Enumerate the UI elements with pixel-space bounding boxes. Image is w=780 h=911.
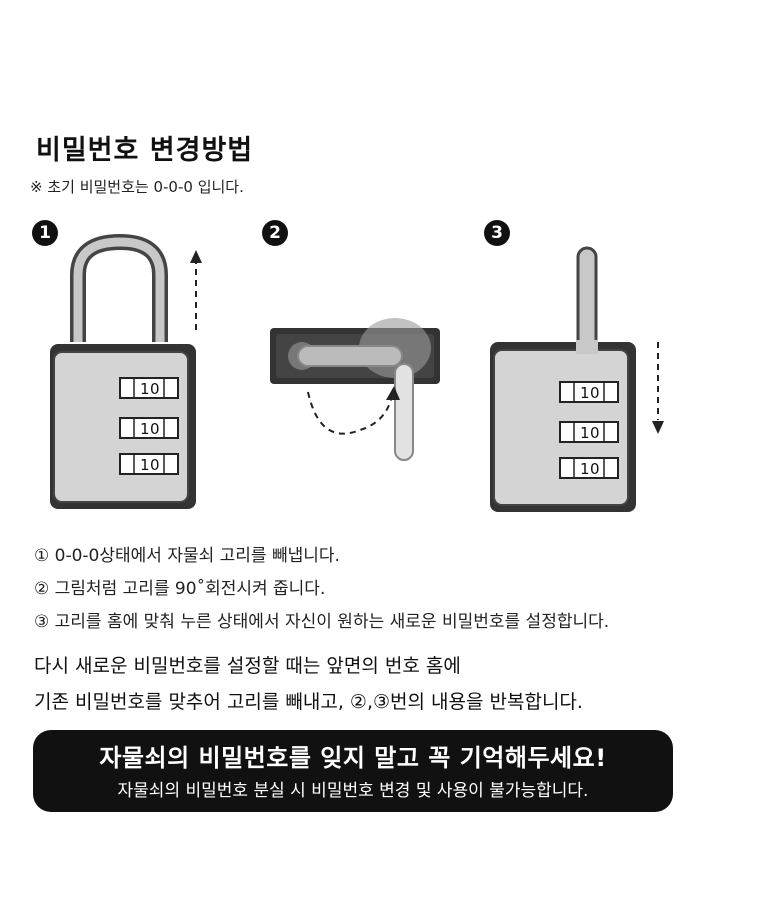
step-1-text: ① 0-0-0상태에서 자물쇠 고리를 빼냅니다.	[34, 546, 340, 566]
step-2-text: ② 그림처럼 고리를 90˚회전시켜 줍니다.	[34, 579, 326, 599]
svg-text:0: 0	[590, 424, 600, 442]
step-2-badge: 2	[262, 220, 288, 246]
dial-row-3	[119, 453, 179, 475]
reset-line-1: 다시 새로운 비밀번호를 설정할 때는 앞면의 번호 홈에	[34, 655, 461, 677]
svg-text:1: 1	[140, 420, 150, 438]
dial-row-2	[119, 417, 179, 439]
step-3-badge: 3	[484, 220, 510, 246]
page-title: 비밀번호 변경방법	[36, 135, 254, 166]
reset-line-2: 기존 비밀번호를 맞추어 고리를 빼내고, ②,③번의 내용을 반복합니다.	[34, 691, 583, 713]
svg-text:1: 1	[580, 424, 590, 442]
lock-rotate-illustration	[270, 318, 440, 461]
svg-text:0: 0	[590, 384, 600, 402]
warning-title: 자물쇠의 비밀번호를 잊지 말고 꼭 기억해두세요!	[99, 744, 607, 772]
lock-open-illustration: 1 0 1 0 1 0	[50, 233, 202, 509]
svg-text:0: 0	[590, 460, 600, 478]
reset-paragraph: 다시 새로운 비밀번호를 설정할 때는 앞면의 번호 홈에 기존 비밀번호를 맞…	[34, 648, 583, 720]
warning-banner: 자물쇠의 비밀번호를 잊지 말고 꼭 기억해두세요! 자물쇠의 비밀번호 분실 …	[33, 730, 673, 812]
lock-set-illustration: 1 0 1 0 1 0	[490, 246, 664, 512]
svg-text:1: 1	[140, 456, 150, 474]
svg-text:0: 0	[150, 456, 160, 474]
svg-text:0: 0	[150, 420, 160, 438]
step-3-text: ③ 고리를 홈에 맞춰 누른 상태에서 자신이 원하는 새로운 비밀번호를 설정…	[34, 612, 610, 632]
step-1-badge: 1	[32, 220, 58, 246]
initial-password-note: ※ 초기 비밀번호는 0-0-0 입니다.	[30, 178, 244, 196]
dial-digit-1: 1	[140, 380, 150, 398]
svg-text:1: 1	[580, 384, 590, 402]
dial-row-1	[119, 377, 179, 399]
dial-digit-0: 0	[150, 380, 160, 398]
svg-text:1: 1	[580, 460, 590, 478]
warning-subtitle: 자물쇠의 비밀번호 분실 시 비밀번호 변경 및 사용이 불가능합니다.	[117, 781, 589, 801]
instruction-steps: ① 0-0-0상태에서 자물쇠 고리를 빼냅니다. ② 그림처럼 고리를 90˚…	[34, 540, 609, 639]
